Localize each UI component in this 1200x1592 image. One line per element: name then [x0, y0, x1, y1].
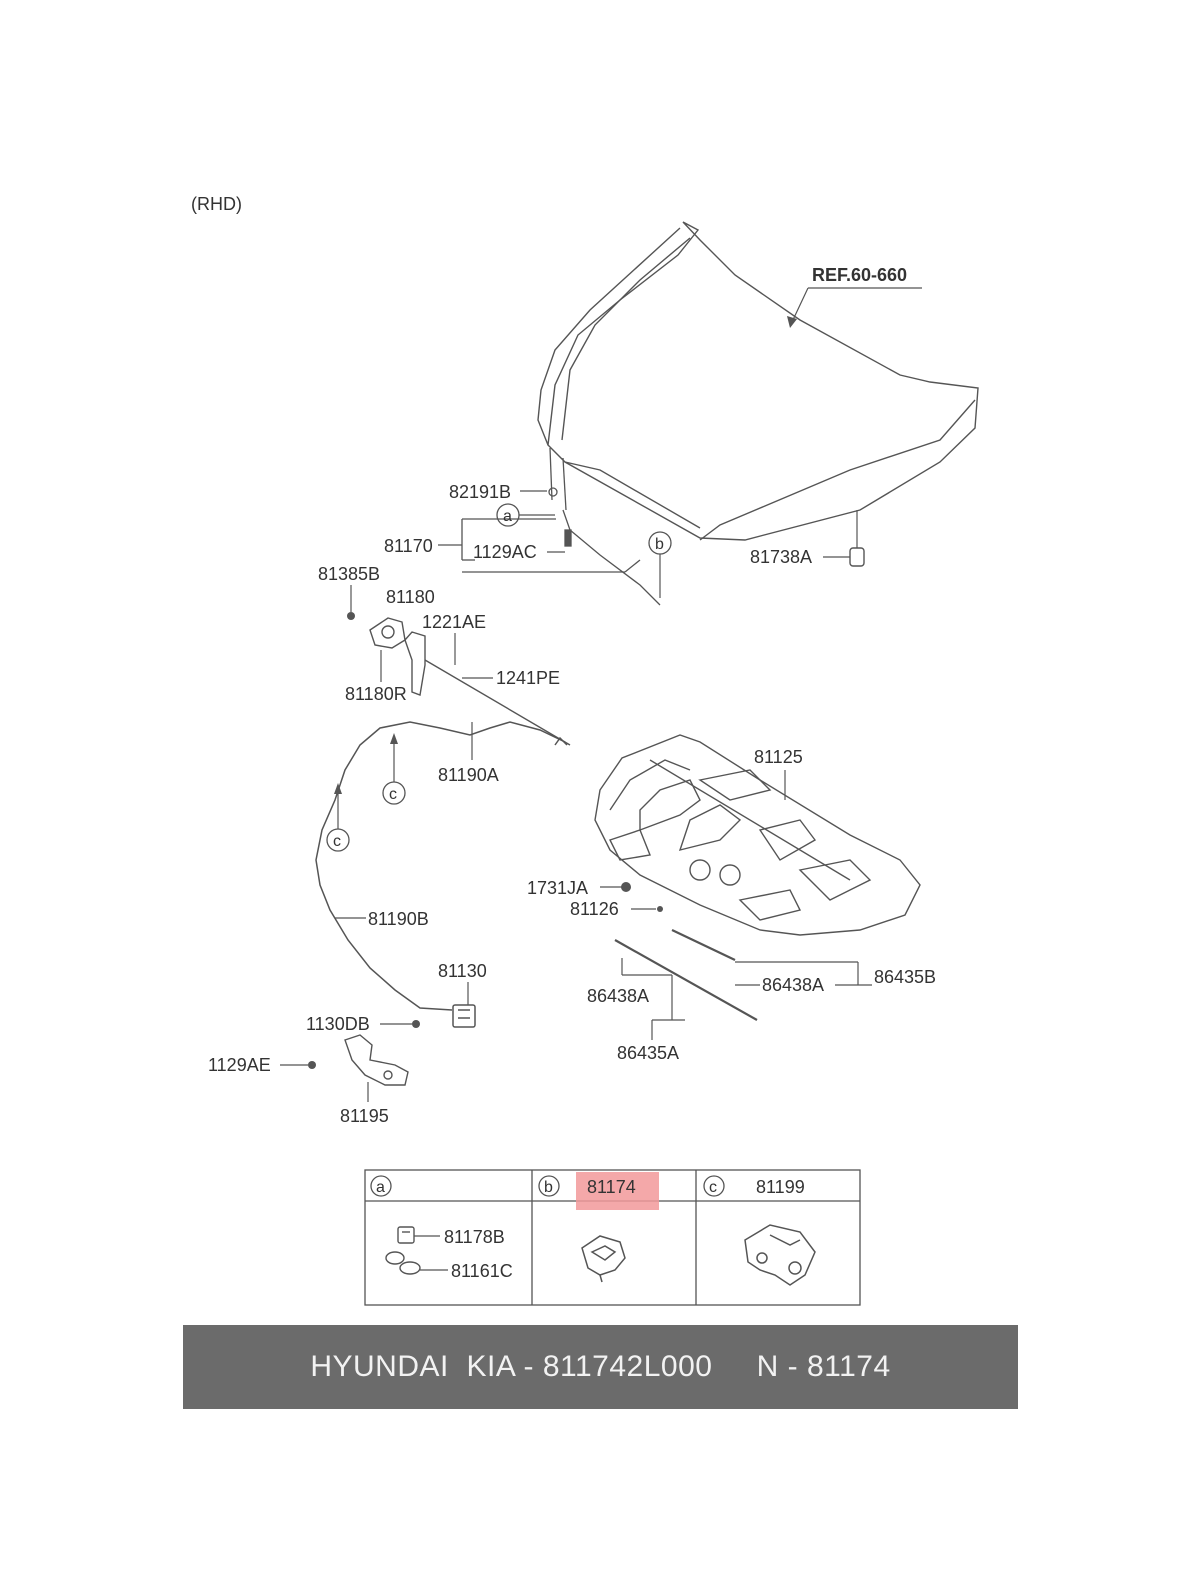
- part-81161C: 81161C: [451, 1261, 513, 1281]
- svg-text:c: c: [709, 1179, 717, 1196]
- part-81130: 81130: [438, 961, 487, 981]
- part-1130DB: 1130DB: [306, 1014, 370, 1034]
- svg-text:REF.60-660: REF.60-660: [812, 265, 907, 285]
- part-81180: 81180: [386, 587, 435, 607]
- part-81190A: 81190A: [438, 765, 499, 785]
- part-81170: 81170: [384, 536, 433, 556]
- callout-b-hood: b: [648, 531, 672, 598]
- table-header-b: b: [538, 1175, 560, 1197]
- part-1221AE: 1221AE: [422, 612, 486, 632]
- table-header-c: c: [703, 1175, 725, 1197]
- footer-bar: HYUNDAI KIA - 811742L000 N - 81174: [183, 1325, 1018, 1409]
- part-81180R: 81180R: [345, 684, 407, 704]
- part-81190B: 81190B: [368, 909, 429, 929]
- part-1731JA: 1731JA: [527, 878, 588, 898]
- part-81738A: 81738A: [750, 547, 812, 567]
- hood-stay-rod: [461, 447, 661, 606]
- hood-latch: [452, 1004, 476, 1028]
- bumper-stopper: [849, 547, 865, 567]
- part-81199: 81199: [756, 1177, 805, 1197]
- part-81178B: 81178B: [444, 1227, 505, 1247]
- ref-label: REF.60-660: [787, 265, 922, 328]
- svg-text:b: b: [544, 1179, 553, 1196]
- footer-part-number: HYUNDAI KIA - 811742L000 N - 81174: [310, 1350, 891, 1383]
- highlight-81174: [576, 1172, 659, 1210]
- svg-text:b: b: [655, 536, 664, 553]
- part-81195: 81195: [340, 1106, 389, 1126]
- part-1241PE: 1241PE: [496, 668, 560, 688]
- clip-81174-icon: [581, 1235, 626, 1283]
- clip-81178B-icon: [397, 1226, 415, 1244]
- part-81385B: 81385B: [318, 564, 380, 584]
- hood-panel: [537, 221, 979, 541]
- part-86435A: 86435A: [617, 1043, 679, 1063]
- callout-a-hood: a: [496, 503, 555, 527]
- part-86438A-left: 86438A: [587, 986, 649, 1006]
- latch-bracket: [344, 1034, 409, 1086]
- part-1129AE: 1129AE: [208, 1055, 271, 1075]
- part-81126: 81126: [570, 899, 619, 919]
- release-cable: [315, 721, 568, 1011]
- svg-text:c: c: [389, 786, 397, 803]
- callout-c-upper: c: [382, 733, 406, 805]
- part-86435B: 86435B: [874, 967, 936, 987]
- weatherstrip-leaders: [621, 958, 872, 1040]
- weatherstrip-seals: [614, 929, 758, 1021]
- svg-text:a: a: [376, 1179, 385, 1196]
- hood-insulator-pad: [594, 734, 921, 936]
- bracket-81199-icon: [744, 1224, 816, 1286]
- part-81174: 81174: [587, 1177, 636, 1197]
- svg-text:a: a: [503, 508, 512, 525]
- part-82191B: 82191B: [449, 482, 511, 502]
- part-86438A-right: 86438A: [762, 975, 824, 995]
- svg-text:c: c: [333, 833, 341, 850]
- part-81125: 81125: [754, 747, 803, 767]
- bumper-81161C-icon: [385, 1251, 421, 1275]
- part-1129AC: 1129AC: [473, 542, 537, 562]
- release-handle: [369, 617, 571, 746]
- callout-c-lower: c: [326, 783, 350, 852]
- table-header-a: a: [370, 1175, 392, 1197]
- variant-label: (RHD): [191, 194, 242, 214]
